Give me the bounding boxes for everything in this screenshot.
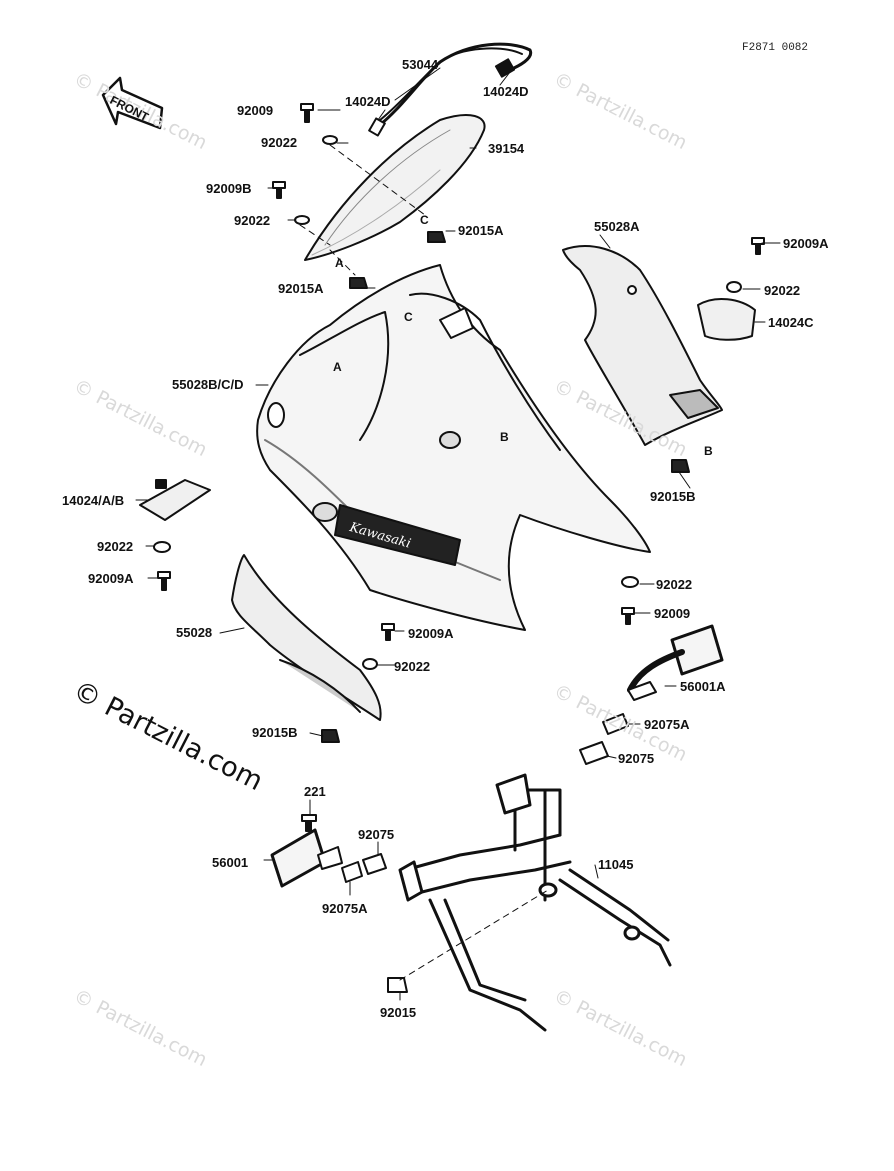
- side-panel-55028: [231, 554, 382, 721]
- part-label: 53044: [402, 57, 439, 72]
- ref-letter-c: C: [404, 310, 413, 324]
- upper-cowl-55028BCD: [256, 264, 651, 631]
- part-label: 92022: [97, 539, 134, 554]
- part-label: 55028: [176, 625, 213, 640]
- nut-92015B-right: [671, 459, 690, 473]
- gasket-92075-right: [579, 741, 609, 765]
- washer-92022-left: [153, 541, 171, 553]
- windshield-39154: [304, 114, 486, 261]
- washer-92022-b: [294, 215, 310, 225]
- screw-92009B: [272, 181, 286, 199]
- nut-92015A-a: [427, 231, 446, 243]
- part-label: 92022: [234, 213, 271, 228]
- part-label: 92009A: [408, 626, 454, 641]
- part-label: 92022: [261, 135, 298, 150]
- part-label: 92015B: [650, 489, 696, 504]
- part-label: 14024D: [483, 84, 529, 99]
- ref-letter-b: B: [704, 444, 713, 458]
- part-label: 92015B: [252, 725, 298, 740]
- screw-92009-top: [300, 103, 314, 123]
- washer-92022-a: [322, 135, 338, 145]
- bracket-14024AB: [139, 479, 211, 521]
- front-arrow-icon: [101, 76, 164, 130]
- part-label: 92022: [764, 283, 801, 298]
- washer-92022-mid-right: [621, 576, 639, 588]
- gasket-92075-left: [362, 853, 387, 875]
- part-label: 92009A: [783, 236, 829, 251]
- part-label: 92015: [380, 1005, 417, 1020]
- part-label: 92009A: [88, 571, 134, 586]
- windshield-trim-53044: [368, 42, 533, 137]
- part-label: 92009: [654, 606, 691, 621]
- mirror-56001A: [627, 624, 724, 701]
- part-label: 221: [304, 784, 326, 799]
- part-label: 92022: [394, 659, 431, 674]
- nut-92015: [387, 977, 408, 993]
- part-label: 92075: [358, 827, 395, 842]
- nut-92015B-left: [321, 729, 340, 743]
- figure-code: F2871 0082: [742, 42, 809, 54]
- part-label: 56001A: [680, 679, 726, 694]
- ref-letter-a: A: [335, 256, 344, 270]
- part-label: 92075A: [322, 901, 368, 916]
- part-label: 92015A: [458, 223, 504, 238]
- part-label: 14024D: [345, 94, 391, 109]
- part-label: 55028A: [594, 219, 640, 234]
- part-label: 14024C: [768, 315, 814, 330]
- ref-letter-a: A: [333, 360, 342, 374]
- part-label: 55028B/C/D: [172, 377, 244, 392]
- screw-92009A-left: [157, 571, 171, 591]
- part-label: 92009: [237, 103, 274, 118]
- washer-92022-middle: [362, 658, 378, 670]
- part-label: 14024/A/B: [62, 493, 125, 508]
- bracket-frame-11045: [398, 773, 672, 1032]
- part-label: 92022: [656, 577, 693, 592]
- part-label: 11045: [598, 857, 634, 872]
- part-label: 92075A: [644, 717, 690, 732]
- ref-letter-b: B: [500, 430, 509, 444]
- part-label: 39154: [488, 141, 525, 156]
- washer-92022-right: [726, 281, 742, 293]
- part-label: 92015A: [278, 281, 324, 296]
- ref-letter-c: C: [420, 213, 429, 227]
- side-panel-55028A: [562, 245, 723, 446]
- gasket-92075A-right: [602, 713, 629, 735]
- screw-92009-mid-right: [621, 607, 635, 625]
- nut-92015A-b: [349, 277, 368, 289]
- part-label: 92009B: [206, 181, 252, 196]
- bracket-14024C: [697, 298, 756, 341]
- screw-221: [301, 814, 317, 832]
- part-label: 56001: [212, 855, 249, 870]
- part-label: 92075: [618, 751, 655, 766]
- screw-92009A-right: [751, 237, 765, 255]
- gasket-92075A-left: [341, 861, 363, 883]
- screw-92009A-middle: [381, 623, 395, 641]
- mirror-56001: [270, 828, 343, 888]
